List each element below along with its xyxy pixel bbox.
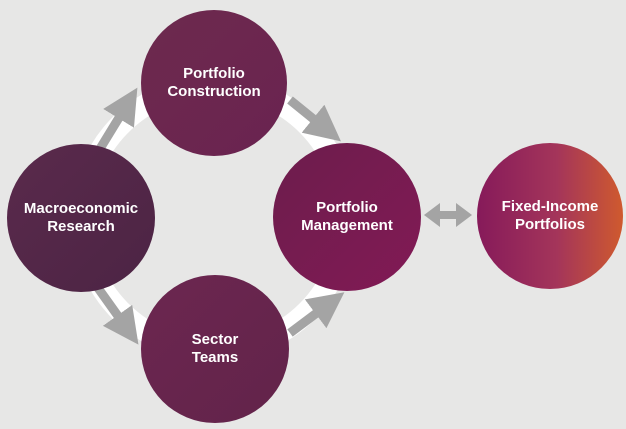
node-fixed-income-portfolios: Fixed-Income Portfolios <box>477 143 623 289</box>
node-label-line1: Portfolio <box>183 65 245 82</box>
node-label-line1: Macroeconomic <box>23 200 139 217</box>
arrow-research-to-construction <box>94 87 138 155</box>
node-label-line2: Construction <box>167 83 261 100</box>
node-label-line1: Fixed-Income <box>501 198 599 215</box>
arrow-construction-to-management <box>287 96 341 142</box>
node-portfolio-construction: Portfolio Construction <box>141 10 287 156</box>
node-label-line1: Sector <box>191 331 239 348</box>
node-label-line2: Teams <box>191 349 239 366</box>
double-arrow-icon <box>424 203 472 227</box>
arrow-sector-to-management <box>287 292 345 337</box>
node-label-line2: Management <box>301 217 393 234</box>
node-label-line2: Portfolios <box>515 216 585 233</box>
node-label-line1: Portfolio <box>316 199 378 216</box>
node-label-line2: Research <box>47 218 115 235</box>
node-sector-teams: Sector Teams <box>141 275 289 423</box>
node-portfolio-management: Portfolio Management <box>273 143 421 291</box>
arrow-research-to-sector <box>94 285 139 345</box>
node-macroeconomic-research: Macroeconomic Research <box>7 144 155 292</box>
